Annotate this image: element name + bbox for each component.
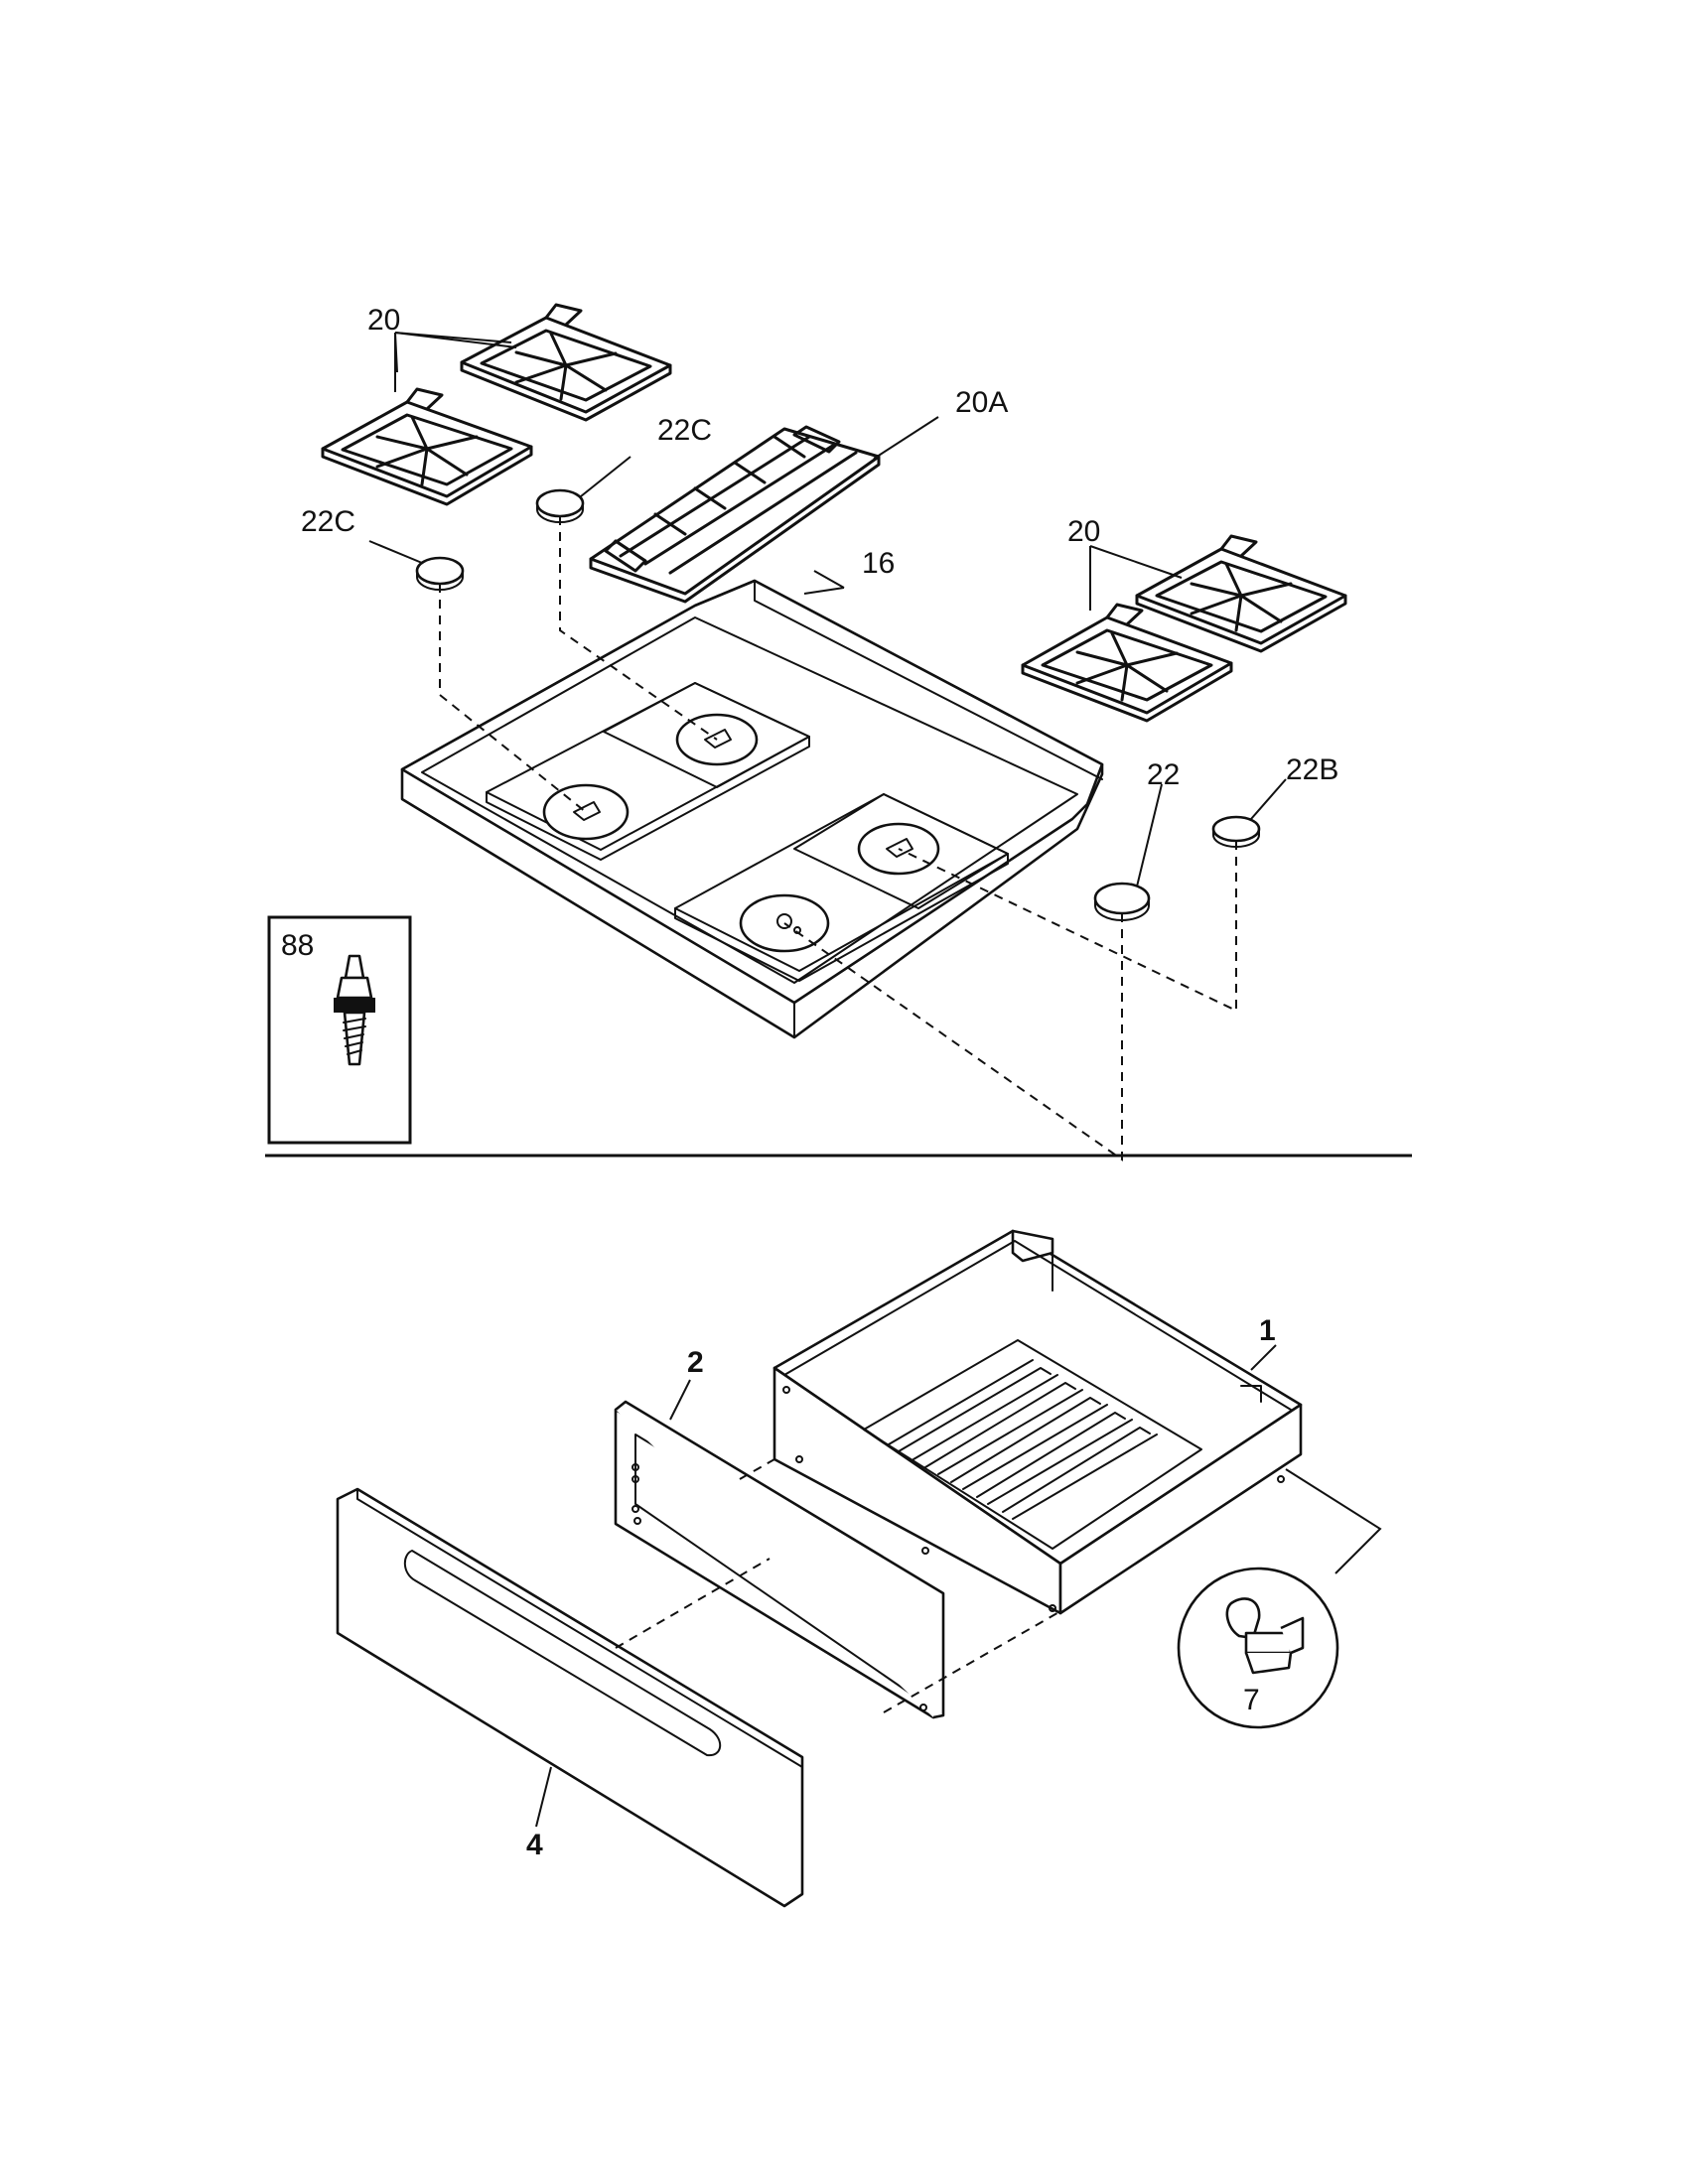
callout-7: 7 [1243, 1684, 1260, 1716]
callout-1: 1 [1259, 1314, 1276, 1347]
callout-16: 16 [862, 547, 895, 580]
grate-left-rear [460, 303, 672, 422]
grate-center [589, 425, 881, 604]
drawer-handle-recess [403, 1550, 722, 1757]
callout-20a: 20A [955, 386, 1008, 419]
callout-2: 2 [687, 1346, 704, 1379]
cooktop-assembly [400, 579, 1104, 1039]
callout-88: 88 [281, 929, 314, 962]
drawer-body [772, 1229, 1303, 1615]
callout-20-right: 20 [1067, 515, 1100, 548]
drawer-liner-frame [614, 1400, 945, 1719]
callout-20-left: 20 [367, 304, 400, 337]
callout-22c-rear: 22C [657, 414, 712, 447]
callout-22b: 22B [1286, 753, 1338, 786]
grate-left-front [321, 387, 533, 506]
grate-right-front [1021, 603, 1233, 723]
callout-22: 22 [1147, 758, 1180, 791]
callout-22c-front: 22C [301, 505, 355, 538]
inset-drawer-stop-7: 7 [1177, 1567, 1339, 1729]
callout-4: 4 [526, 1829, 543, 1861]
grate-right-rear [1135, 534, 1347, 653]
burner-left-front [542, 783, 630, 841]
drawer-front-panel [336, 1487, 804, 1908]
inset-screw-88: 88 [267, 915, 412, 1145]
screw-icon [334, 954, 375, 1066]
